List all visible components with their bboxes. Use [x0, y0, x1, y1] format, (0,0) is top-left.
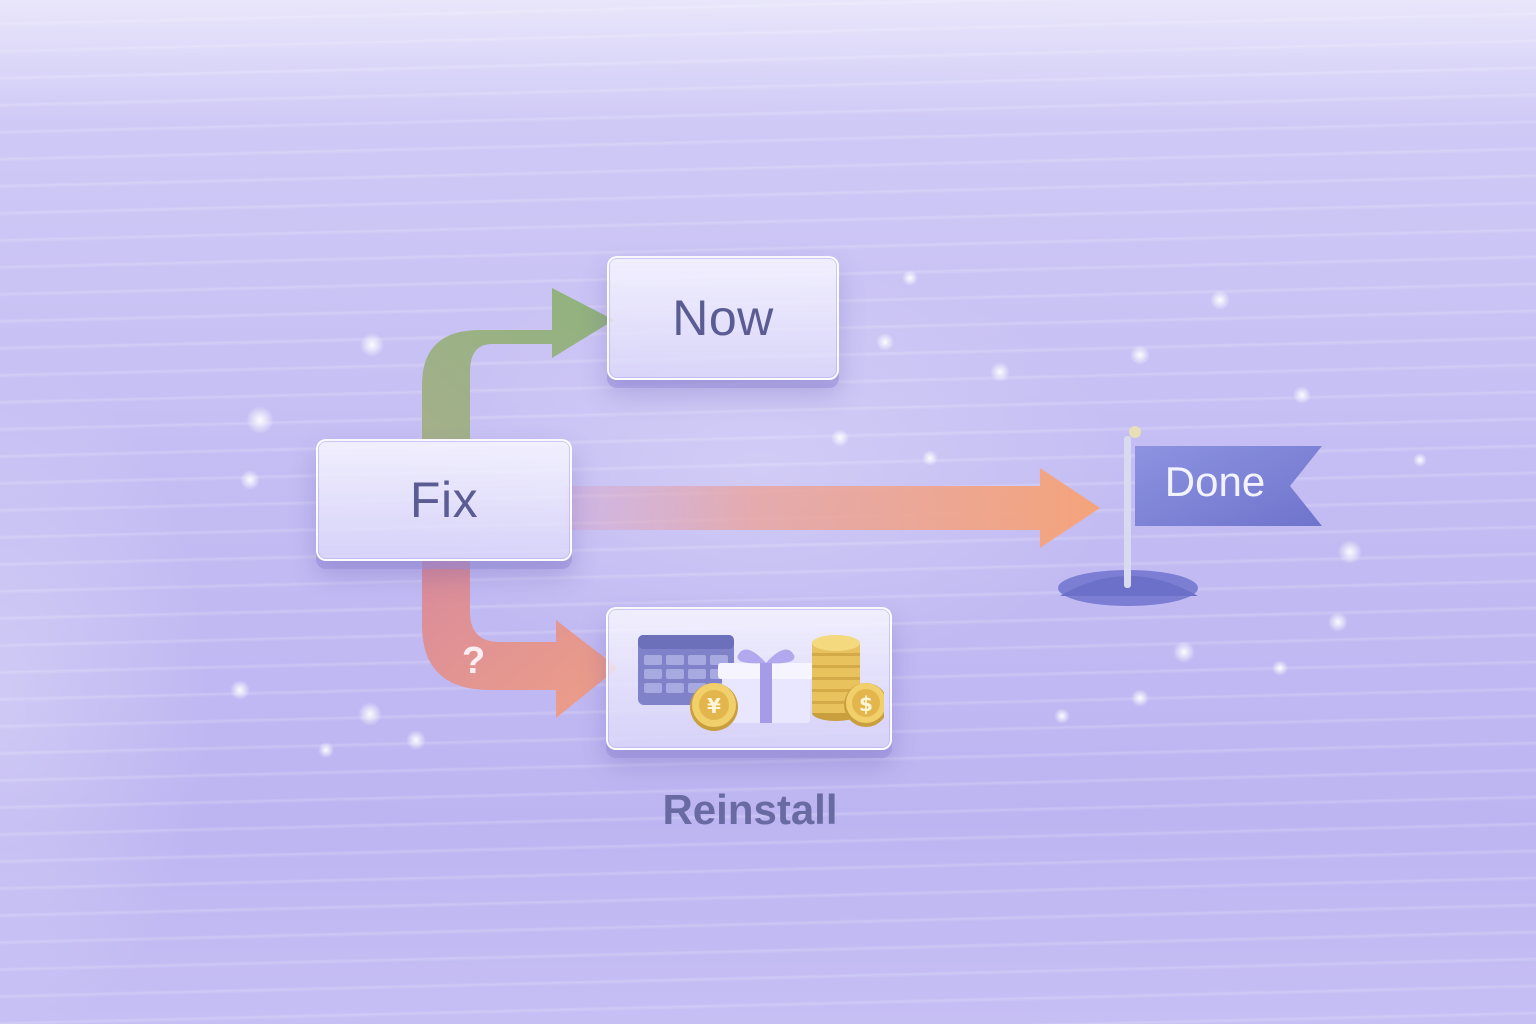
reinstall-illustration: ¥ $ [638, 634, 884, 731]
node-fix: Fix [316, 439, 572, 561]
node-reinstall-caption: Reinstall [662, 786, 838, 833]
node-done-label: Done [1164, 458, 1266, 505]
arrow-fix-to-now [422, 288, 614, 440]
flag-icon [1058, 426, 1322, 606]
svg-text:¥: ¥ [707, 694, 721, 718]
arrow-fix-to-reinstall [422, 560, 618, 718]
arrow-fix-to-done [565, 468, 1100, 548]
gift-box-icon [718, 649, 814, 723]
dollar-coin-icon: $ [844, 682, 884, 727]
question-mark-label: ? [462, 640, 486, 682]
coin-stack-icon [812, 634, 860, 721]
node-reinstall: ¥ $ [606, 607, 892, 750]
yen-coin-icon: ¥ [690, 682, 738, 731]
svg-text:$: $ [859, 692, 873, 716]
node-now: Now [607, 256, 839, 380]
node-fix-label: Fix [409, 472, 479, 528]
node-now-label: Now [672, 290, 774, 346]
sparkles [230, 270, 1427, 758]
